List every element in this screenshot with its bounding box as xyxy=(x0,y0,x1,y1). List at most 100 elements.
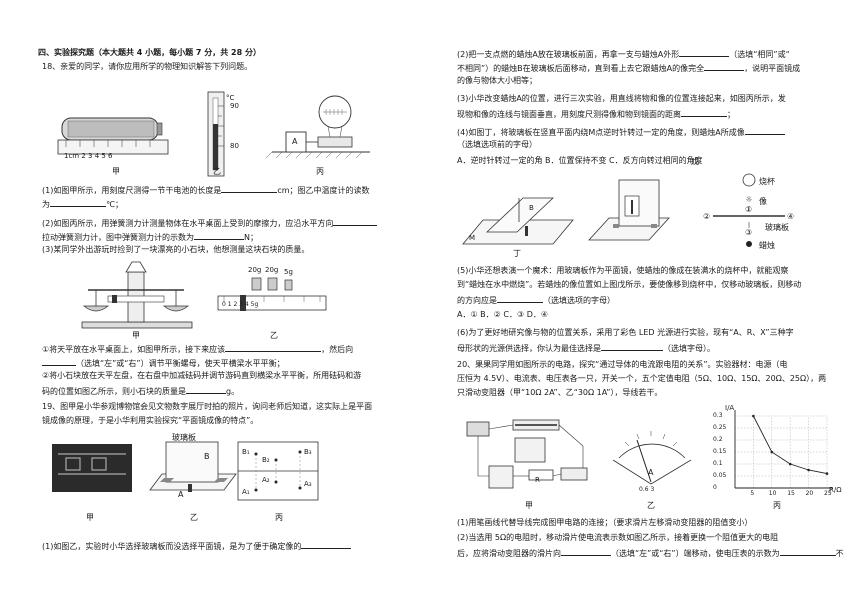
weight-label-3: 5g xyxy=(284,268,293,276)
figure-q19-ding-wu: ☼ xyxy=(462,173,785,247)
q19-part6a: (6)为了更好地研究像与物的位置关系，采用了彩色 LED 光源进行实验，现有“A… xyxy=(457,328,794,337)
q20-intro-a: 20、果果同学用如图所示的电路，探究“通过导体的电流跟电阻的关系”。实验器材：电… xyxy=(457,360,788,369)
data-point xyxy=(752,414,755,418)
fig5-caption-jia: 甲 xyxy=(525,501,533,510)
x-tick-label: 5 xyxy=(750,490,755,497)
q19-part3b: 现物和像的连线与镜面垂直，用刻度尺测得像和物到镜面的距离； xyxy=(457,110,735,119)
q19-part5b: 到“蜡烛在水中燃烧”。若蜡烛的像位置如上图戊所示，要使像移到烧杯中，仅移动玻璃板… xyxy=(457,280,802,289)
q19-intro-b: 镜成像的原理，于是小华利用实验探究“平面镜成像的特点”。 xyxy=(42,416,259,425)
svg-text:☼: ☼ xyxy=(745,195,752,204)
label-a-object: A xyxy=(178,490,184,499)
q19-part6b: 母形状的光源供选择，你认为最佳选择是（选填字母）。 xyxy=(457,344,715,353)
data-point xyxy=(807,468,810,472)
fig1-caption-bing: 丙 xyxy=(316,167,324,176)
fig3-caption-bing: 丙 xyxy=(275,513,283,522)
glass-board-topview-label: 玻璃板 xyxy=(765,223,789,232)
q20-intro-b: 压恒为 4.5V）、电流表、电压表各一只，开关一个，五个定值电阻（5Ω、10Ω、… xyxy=(457,374,827,383)
ammeter-terminals: 0.6 3 xyxy=(639,486,655,493)
direction-3: ③ xyxy=(745,228,753,237)
weight-label-1: 20g xyxy=(248,266,262,274)
data-point xyxy=(825,472,829,475)
q20-part1: (1)用笔画线代替导线完成图甲电路的连接；（要求滑片左移滑动变阻器的阻值变小） xyxy=(457,518,753,527)
q18-step1b: （选填“左”或“右”）调节平衡螺母，使天平横梁水平平衡； xyxy=(42,357,285,369)
y-tick-label: 0.25 xyxy=(713,424,727,431)
point-label-b2: B₂ xyxy=(262,456,270,464)
fig5-caption-yi: 乙 xyxy=(647,501,655,510)
q19-part2b: 不相同”）的蜡烛B在玻璃板后面移动，直到看上去它跟蜡烛A的像完全，说明平面镜成 xyxy=(457,64,801,73)
fig5-caption-bing: 丙 xyxy=(773,501,781,510)
q19-part4a: (4)如图丁，将玻璃板在竖直平面内绕M点逆时针转过一定的角度，则蜡烛A所成像 xyxy=(457,126,785,138)
figure-q19 xyxy=(58,441,319,501)
balance-scale-numbers: 0 1 2 3 4 5g xyxy=(222,301,259,308)
q19-part4-options: A．逆时针转过一定的角 B．位置保持不变 C．反方向转过相同的角度 xyxy=(457,156,703,165)
x-tick-label: 15 xyxy=(787,490,795,497)
q18-intro: 18、亲爱的同学，请你应用所学的物理知识解答下列问题。 xyxy=(42,62,253,71)
thermometer-tick-80: 80 xyxy=(230,142,239,150)
y-tick-label: 0.2 xyxy=(713,436,723,443)
q19-part5a: (5)小华还想表演一个魔术：用玻璃板作为平面镜，使蜡烛的像成在装满水的烧杯中，就… xyxy=(457,266,789,275)
fig2-caption-jia: 甲 xyxy=(132,331,140,340)
fig4-caption-ding: 丁 xyxy=(513,249,521,258)
y-tick-label: 0.05 xyxy=(713,472,727,479)
resistor-label-r: R xyxy=(535,476,540,484)
label-b-image: B xyxy=(204,452,210,461)
point-label-a2: A₂ xyxy=(262,476,270,484)
y-tick-label: 0.1 xyxy=(713,460,723,467)
direction-4: ④ xyxy=(787,212,795,221)
tilted-b-label: B xyxy=(529,204,534,212)
weight-label-2: 20g xyxy=(265,266,279,274)
glass-board-label: 玻璃板 xyxy=(172,433,196,442)
figure-q18-row1 xyxy=(57,91,370,177)
q18-part1b: 为℃； xyxy=(42,200,123,209)
y-tick-label: 0.3 xyxy=(713,412,723,419)
q19-part2c: 的像与物体大小相等； xyxy=(457,76,537,85)
x-tick-label: 20 xyxy=(805,490,814,497)
point-label-b3: B₃ xyxy=(304,448,312,456)
q19-part1: (1)如图乙，实验时小华选择玻璃板而没选择平面镜，是为了便于确定像的 xyxy=(42,540,352,552)
candle-label: 蜡烛 xyxy=(759,241,775,250)
point-label-a1: A₁ xyxy=(242,488,250,496)
fig3-caption-yi: 乙 xyxy=(190,513,198,522)
block-label-a: A xyxy=(292,137,298,146)
point-label-a3: A₃ xyxy=(304,480,312,488)
y-tick-label: 0.15 xyxy=(713,448,727,455)
q20-part2b: 后，应将滑动变阻器的滑片向（选填“左”或“右”）端移动，使电压表的示数为不 xyxy=(457,549,844,558)
ammeter-label-a: A xyxy=(648,468,654,477)
y-tick-label: 0 xyxy=(713,484,717,491)
thermometer-tick-90: 90 xyxy=(230,102,239,110)
thermometer-unit: °C xyxy=(226,94,235,102)
x-tick-label: 10 xyxy=(768,490,777,497)
q19-part2a: (2)把一支点燃的蜡烛A放在玻璃板前面，再拿一支与蜡烛A外形（选填“相同”或“ xyxy=(457,50,790,59)
direction-2: ② xyxy=(703,212,711,221)
q18-part3: (3)某同学外出游玩时捡到了一块漂亮的小石块，他想测量这块石块的质量。 xyxy=(42,245,310,254)
image-label: 像 xyxy=(759,197,767,206)
q19-part5c: 的方向应是（选填选项的字母） xyxy=(457,296,615,305)
q19-part4b: （选填选项前的字母） xyxy=(457,140,537,149)
chart-axis-y-label: I/A xyxy=(725,404,735,412)
q19-part5-options: A．① B．② C．③ D．④ xyxy=(457,310,549,319)
figure-q20 xyxy=(466,410,833,489)
fig3-caption-jia: 甲 xyxy=(86,513,94,522)
ruler-scale-label: 1cm 2 3 4 5 6 xyxy=(64,152,113,160)
x-tick-label: 25 xyxy=(824,490,832,497)
pivot-label-m: M xyxy=(469,234,476,242)
data-point xyxy=(770,450,774,454)
fig1-caption-yi: 乙 xyxy=(213,167,221,176)
section-heading: 四、实验探究题（本大题共 4 小题，每小题 7 分，共 28 分） xyxy=(38,48,261,57)
q19-intro-a: 19、图甲是小华参观博物馆会见文物数字展厅时拍的照片，询问老师后知道，这实际上是… xyxy=(42,402,373,411)
fig1-caption-jia: 甲 xyxy=(112,167,120,176)
q18-step1a: ①将天平放在水平桌面上，如图甲所示，接下来应该，然后向 xyxy=(42,345,354,354)
q20-part2a: (2)当选用 5Ω的电阻时，移动滑片使电流表示数如图乙所示，接着更换一个阻值更大… xyxy=(457,533,779,542)
q18-part2a: (2)如图丙所示，用弹簧测力计测量物体在水平桌面上受到的摩擦力，应沿水平方向 xyxy=(42,217,378,229)
left-column: 四、实验探究题（本大题共 4 小题，每小题 7 分，共 28 分） 18、亲爱的… xyxy=(0,0,433,609)
figure-q18-balance xyxy=(81,261,327,329)
beaker-label: 烧杯 xyxy=(759,177,775,186)
i-r-chart xyxy=(734,410,833,489)
q18-step2a: ②将小石块放在天平左盘，在右盘中加减砝码并调节游码直到横梁水平平衡，所用砝码和游 xyxy=(42,371,362,380)
q20-intro-c: 只滑动变阻器（甲“10Ω 2A”、乙“30Ω 1A”），导线若干。 xyxy=(457,388,663,397)
q19-part3a: (3)小华改变蜡烛A的位置，进行三次实验，用直线将物和像的位置连接起来，如图丙所… xyxy=(457,94,786,103)
chart-axis-x-label: R/Ω xyxy=(829,486,842,494)
